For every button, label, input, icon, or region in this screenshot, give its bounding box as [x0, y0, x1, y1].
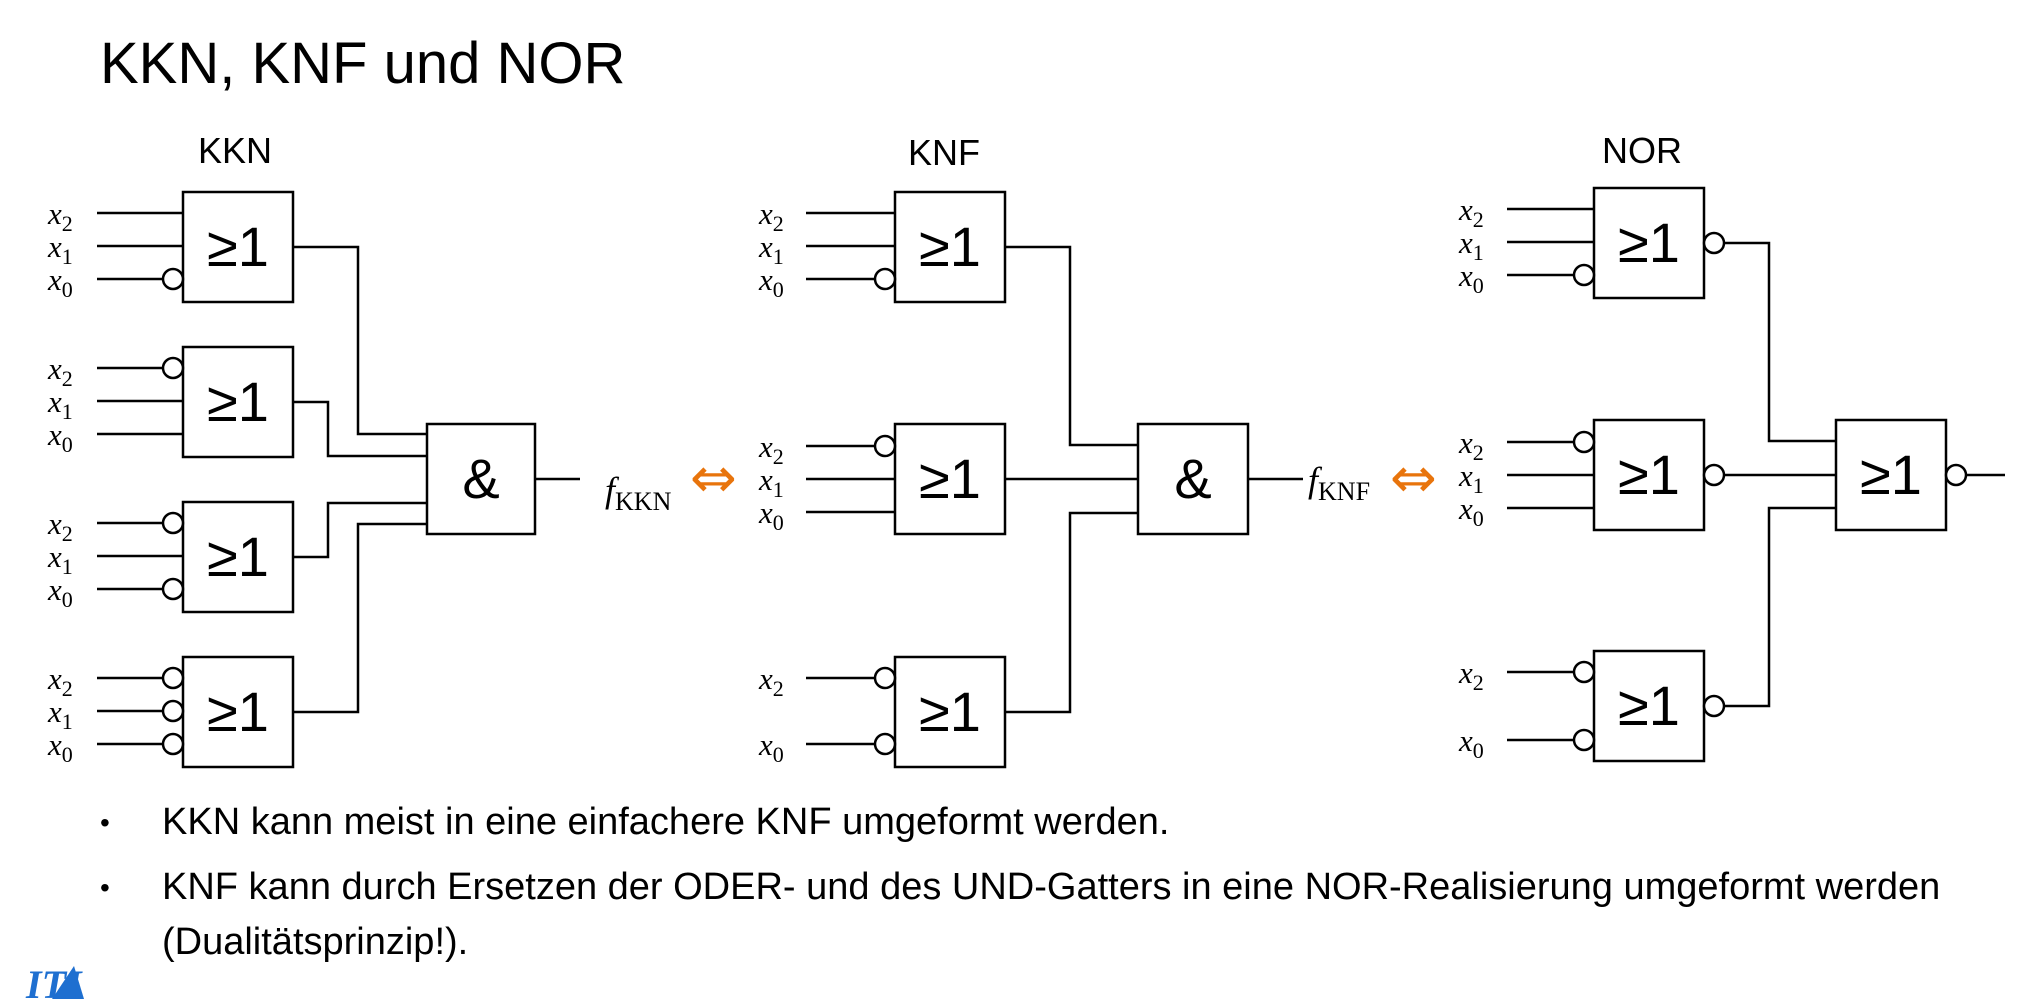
or-gate — [1592, 649, 1706, 763]
or-gate-symbol: ≥1 — [1618, 443, 1680, 506]
and-gate-knf-symbol: & — [1174, 447, 1211, 510]
or-gate — [893, 190, 1007, 304]
negation-bubble — [1702, 463, 1726, 487]
bullet-list: • KKN kann meist in eine einfachere KNF u… — [100, 795, 1980, 980]
or-gate — [181, 345, 295, 459]
variable-label-x0: x0 — [47, 417, 73, 457]
wire-knf-1 — [1005, 245, 1138, 447]
negation-bubble — [873, 434, 897, 458]
variable-label-x2: x2 — [758, 661, 784, 701]
page-title: KKN, KNF und NOR — [100, 31, 626, 96]
negation-bubble — [1702, 231, 1726, 255]
and-gate-knf — [1136, 422, 1250, 536]
or-gate-symbol: ≥1 — [919, 680, 981, 743]
negation-bubble — [161, 267, 185, 291]
bullet-text: KKN kann meist in eine einfachere KNF um… — [162, 801, 1170, 843]
negation-bubble — [161, 666, 185, 690]
wire-kkn-4 — [293, 522, 427, 714]
section-title: KKN — [198, 130, 272, 171]
nor-gate-final — [1834, 418, 1948, 532]
negation-bubble — [161, 356, 185, 380]
bullet-item: • KNF kann durch Ersetzen der ODER- und d… — [100, 860, 1980, 970]
or-gate-symbol: ≥1 — [207, 525, 269, 588]
variable-label-x0: x0 — [1458, 258, 1484, 298]
or-gate — [893, 422, 1007, 536]
negation-bubble — [161, 699, 185, 723]
or-gate — [181, 500, 295, 614]
output-label: fKKN — [605, 470, 672, 516]
logo-text: ITI — [25, 962, 83, 999]
bullet-dot: • — [100, 807, 110, 838]
and-gate-kkn-symbol: & — [462, 447, 499, 510]
or-gate-symbol: ≥1 — [207, 215, 269, 278]
logic-circuit-diagram: KKN≥1x2x1x0≥1x2x1x0≥1x2x1x0≥1x2x1x0&fKKN… — [47, 130, 2005, 769]
or-gate-symbol: ≥1 — [207, 680, 269, 743]
variable-label-x0: x0 — [758, 727, 784, 767]
nor-gate-final-symbol: ≥1 — [1860, 443, 1922, 506]
wire-nor-3 — [1724, 506, 1836, 708]
logo-swoosh — [52, 966, 84, 999]
negation-bubble — [873, 732, 897, 756]
equivalence-arrow: ⇔ — [690, 446, 737, 511]
or-gate-symbol: ≥1 — [1618, 674, 1680, 737]
negation-bubble — [1572, 660, 1596, 684]
wire-knf-3 — [1005, 511, 1138, 714]
or-gate-symbol: ≥1 — [207, 370, 269, 433]
negation-bubble — [161, 511, 185, 535]
or-gate — [1592, 186, 1706, 300]
wire-kkn-3 — [293, 501, 427, 559]
or-gate — [1592, 418, 1706, 532]
variable-label-x1: x1 — [47, 539, 73, 579]
wire-kkn-1 — [293, 245, 427, 436]
wire-kkn-2 — [293, 400, 427, 458]
or-gate — [181, 190, 295, 304]
bullet-dot: • — [100, 872, 110, 903]
section-title: KNF — [908, 132, 980, 173]
variable-label-x0: x0 — [47, 727, 73, 767]
variable-label-x1: x1 — [47, 384, 73, 424]
wire-nor-1 — [1724, 241, 1836, 443]
or-gate — [893, 655, 1007, 769]
negation-bubble — [1944, 463, 1968, 487]
negation-bubble — [1572, 430, 1596, 454]
variable-label-x0: x0 — [1458, 723, 1484, 763]
equivalence-arrow: ⇔ — [1390, 446, 1437, 511]
negation-bubble — [161, 732, 185, 756]
negation-bubble — [1702, 694, 1726, 718]
negation-bubble — [1572, 728, 1596, 752]
iti-logo: ITI — [25, 962, 84, 999]
section-title: NOR — [1602, 130, 1682, 171]
negation-bubble — [873, 267, 897, 291]
output-label: fKNF — [1308, 460, 1370, 506]
negation-bubble — [1572, 263, 1596, 287]
or-gate-symbol: ≥1 — [1618, 211, 1680, 274]
bullet-item: • KKN kann meist in eine einfachere KNF u… — [100, 795, 1980, 850]
bullet-text: KNF kann durch Ersetzen der ODER- und de… — [162, 866, 1941, 963]
or-gate-symbol: ≥1 — [919, 447, 981, 510]
and-gate-kkn — [425, 422, 537, 536]
variable-label-x2: x2 — [1458, 655, 1484, 695]
or-gate-symbol: ≥1 — [919, 215, 981, 278]
negation-bubble — [161, 577, 185, 601]
negation-bubble — [873, 666, 897, 690]
